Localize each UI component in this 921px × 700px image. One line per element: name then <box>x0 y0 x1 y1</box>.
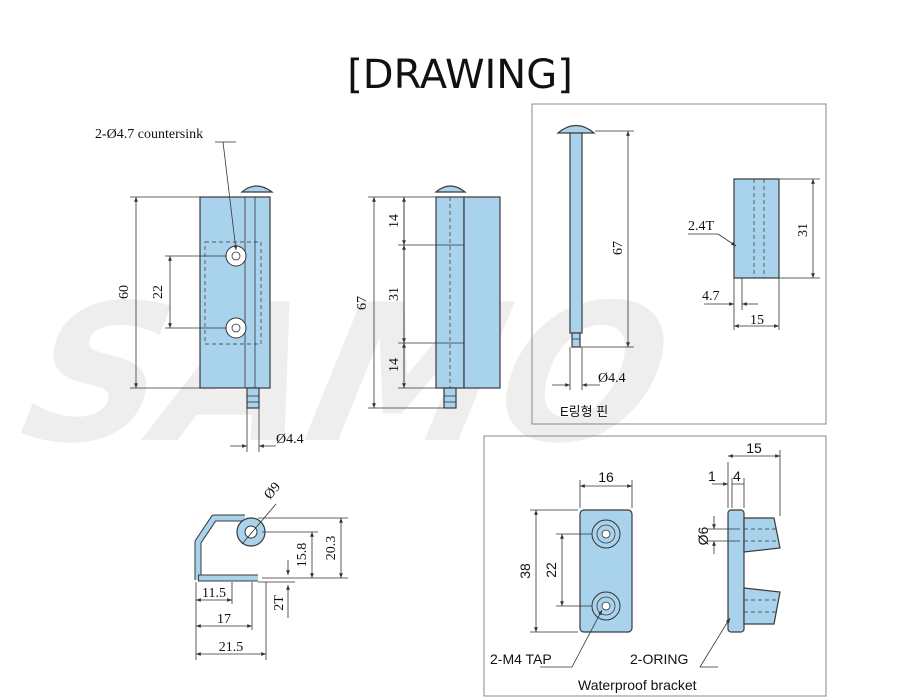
bracket-panel: 16 38 22 2-M4 TAP 15 1 4 Ø6 <box>483 435 827 697</box>
dim-top-14: 14 <box>387 214 402 228</box>
dim-bracket-pitch: 22 <box>543 562 559 578</box>
dim-pin-dia: Ø4.4 <box>276 432 304 447</box>
bracket-side-plate <box>727 509 745 633</box>
dim-hole-pitch: 22 <box>151 285 166 299</box>
dim-h-15-8: 15.8 <box>295 543 310 568</box>
dim-oring-dia: Ø6 <box>695 526 711 545</box>
dim-w-11-5: 11.5 <box>202 586 226 601</box>
pin-panel-frame <box>531 103 827 425</box>
watermark-logo: SAMO <box>7 265 688 486</box>
dim-pin-length: 67 <box>611 241 626 255</box>
e-pin-shaft <box>569 132 583 334</box>
dim-e-pin-dia: Ø4.4 <box>598 371 626 386</box>
dim-thickness-2-4t: 2.4T <box>688 219 715 234</box>
bracket-front <box>579 509 633 633</box>
side-pin-head <box>434 185 467 193</box>
dim-thickness-2t: 2T <box>272 595 287 611</box>
section-view: Ø9 15.8 20.3 2T 11.5 17 21.5 <box>194 480 348 660</box>
pin-tail <box>246 387 260 409</box>
pin-caption: E링형 핀 <box>560 404 608 419</box>
e-pin-head <box>556 124 596 134</box>
tap-label: 2-M4 TAP <box>490 651 552 667</box>
oring-upper <box>743 517 781 553</box>
page-title: [DRAWING] <box>347 52 573 98</box>
oring-label: 2-ORING <box>630 651 688 667</box>
dim-overall-67: 67 <box>355 296 370 310</box>
dim-w-21-5: 21.5 <box>219 640 244 655</box>
e-pin-tip <box>571 332 581 348</box>
dim-width-15: 15 <box>750 313 764 328</box>
bracket-caption: Waterproof bracket <box>578 677 697 693</box>
countersink-callout: 2-Ø4.7 countersink <box>95 127 203 142</box>
dim-height-60: 60 <box>117 285 132 299</box>
dim-offset-4-7: 4.7 <box>702 289 720 304</box>
oring-lower <box>743 587 781 625</box>
pin-head <box>240 185 274 193</box>
countersink-hole-bottom <box>225 317 247 339</box>
dim-w-17: 17 <box>217 612 231 627</box>
dim-h-20-3: 20.3 <box>324 536 339 561</box>
dim-bottom-14: 14 <box>387 358 402 372</box>
side-pin-tail <box>443 387 457 409</box>
side-leaf <box>463 196 501 389</box>
bracket-panel-frame <box>483 435 827 697</box>
dim-bracket-height: 38 <box>517 563 533 579</box>
dim-4: 4 <box>733 468 741 484</box>
dim-bracket-total-width: 15 <box>746 440 762 456</box>
dim-middle-31: 31 <box>387 287 402 301</box>
dim-bracket-width: 16 <box>598 469 614 485</box>
hinge-leaf-front <box>199 196 271 389</box>
front-view: 2-Ø4.7 countersink 60 22 Ø4.4 <box>95 127 304 452</box>
watermark-text: SAMO <box>7 265 688 486</box>
dim-1: 1 <box>708 468 716 484</box>
dim-leaf-height: 31 <box>796 223 811 237</box>
pin-leaf-side <box>733 178 780 279</box>
side-view: 67 14 31 14 <box>355 185 501 409</box>
pin-panel: 67 Ø4.4 E링형 핀 31 2.4T 4.7 15 <box>531 103 827 425</box>
